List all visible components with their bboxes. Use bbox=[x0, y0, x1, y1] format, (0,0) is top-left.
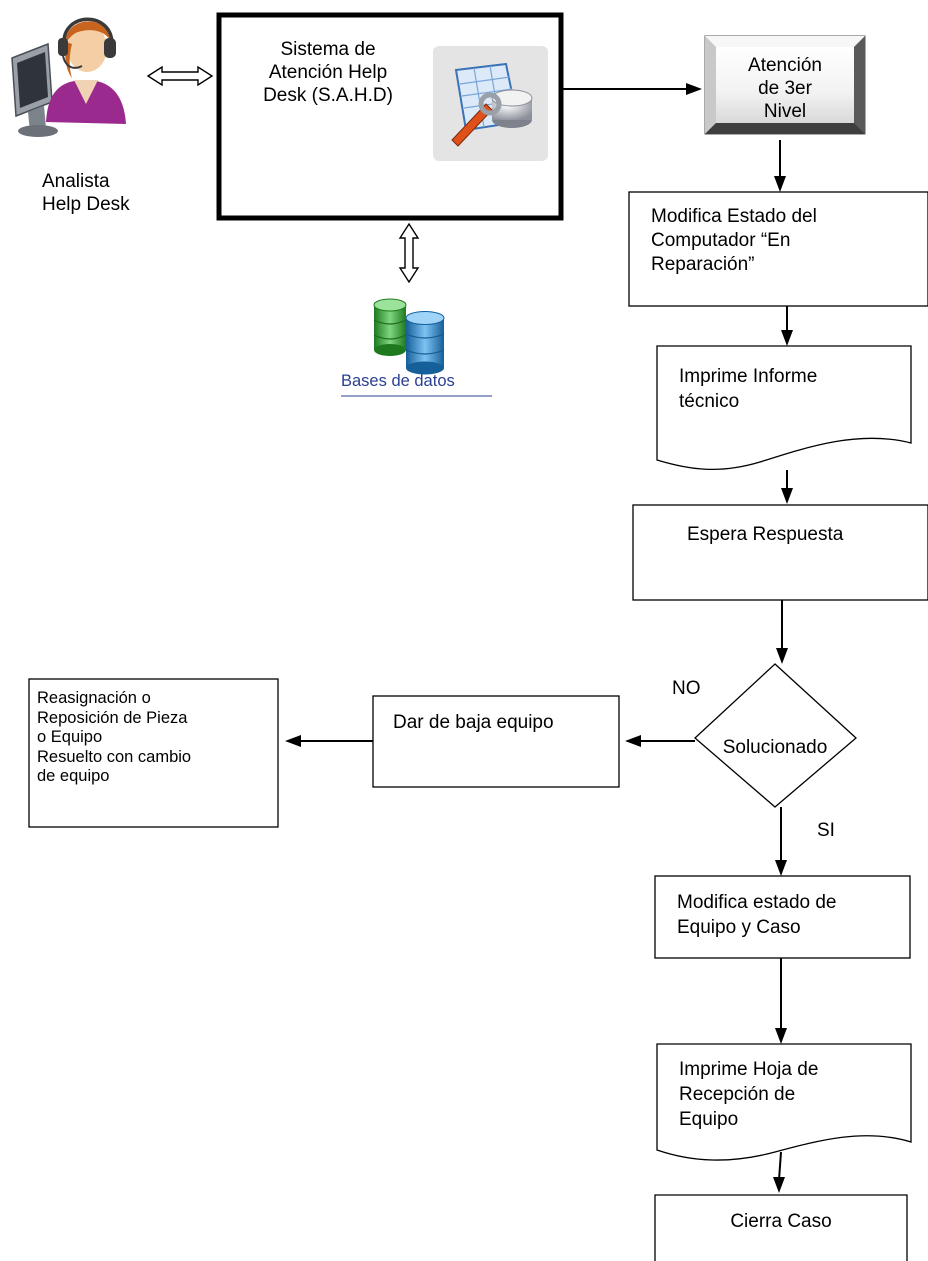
settings-tools-icon bbox=[433, 46, 548, 161]
third-level-box bbox=[704, 35, 866, 135]
decision-diamond bbox=[694, 663, 857, 808]
database-icon bbox=[373, 298, 445, 375]
print-reception-line1: Imprime Hoja de bbox=[679, 1059, 819, 1080]
wait-label: Espera Respuesta bbox=[687, 523, 917, 546]
third-level-label: Atención de 3er Nivel bbox=[716, 54, 854, 123]
main-flow-arrowheads bbox=[773, 176, 793, 1193]
reassign-line1: Reasignación o bbox=[37, 689, 151, 707]
wait-line1: Espera Respuesta bbox=[687, 524, 844, 545]
no-branch-arrows bbox=[285, 735, 695, 747]
modify-state-line2: Equipo y Caso bbox=[677, 917, 801, 938]
modify-computer-line3: Reparación” bbox=[651, 254, 755, 275]
modify-state-box bbox=[654, 875, 911, 959]
dar-baja-box bbox=[372, 695, 620, 788]
yes-label: SI bbox=[817, 820, 835, 841]
no-label: NO bbox=[672, 678, 701, 699]
reassign-line2: Reposición de Pieza bbox=[37, 708, 188, 727]
system-to-third-level-arrow bbox=[561, 83, 702, 95]
main-flow-connectors bbox=[778, 140, 788, 1181]
print-reception-label: Imprime Hoja de Recepción de Equipo bbox=[679, 1057, 899, 1132]
modify-computer-label: Modifica Estado del Computador “En Repar… bbox=[651, 205, 921, 277]
reassign-box bbox=[28, 678, 279, 828]
close-case-box bbox=[654, 1194, 908, 1261]
modify-computer-line1: Modifica Estado del bbox=[651, 206, 817, 227]
reassign-line4: Resuelto con cambio bbox=[37, 747, 192, 766]
actor-label: Analista Help Desk bbox=[42, 170, 162, 216]
third-level-line3: Nivel bbox=[763, 101, 807, 122]
modify-computer-box bbox=[628, 191, 928, 307]
reassign-line5: de equipo bbox=[37, 767, 110, 785]
actor-label-line1: Analista bbox=[42, 171, 110, 192]
system-label: Sistema de Atención Help Desk (S.A.H.D) bbox=[230, 38, 426, 107]
wait-box bbox=[632, 504, 928, 601]
print-report-line2: técnico bbox=[679, 391, 740, 412]
reassign-line3: o Equipo bbox=[37, 728, 103, 746]
print-report-line1: Imprime Informe bbox=[679, 366, 818, 387]
print-reception-line3: Equipo bbox=[679, 1109, 739, 1130]
system-label-line2: Atención Help bbox=[268, 62, 388, 83]
dar-baja-label: Dar de baja equipo bbox=[393, 712, 554, 733]
third-level-label-clip: Atención de 3er Nivel bbox=[716, 47, 854, 123]
help-desk-agent-icon bbox=[11, 17, 126, 137]
print-report-document bbox=[656, 345, 912, 471]
modify-state-label: Modifica estado de Equipo y Caso bbox=[677, 890, 902, 940]
close-case-label: Cierra Caso bbox=[730, 1211, 832, 1232]
database-label: Bases de datos bbox=[341, 372, 455, 390]
system-database-double-arrow bbox=[398, 222, 420, 284]
reassign-label: Reasignación o Reposición de Pieza o Equ… bbox=[37, 689, 273, 787]
system-label-line1: Sistema de bbox=[280, 39, 376, 60]
modify-state-line1: Modifica estado de bbox=[677, 892, 837, 913]
modify-computer-line2: Computador “En bbox=[651, 230, 791, 251]
decision-label: Solucionado bbox=[722, 737, 828, 758]
third-level-line1: Atención bbox=[748, 55, 822, 76]
actor-label-line2: Help Desk bbox=[42, 194, 130, 215]
print-reception-line2: Recepción de bbox=[679, 1084, 796, 1105]
actor-system-double-arrow bbox=[146, 65, 214, 87]
system-label-line3: Desk (S.A.H.D) bbox=[263, 85, 393, 106]
print-reception-document bbox=[656, 1043, 912, 1161]
third-level-line2: de 3er bbox=[758, 78, 812, 99]
print-report-label: Imprime Informe técnico bbox=[679, 364, 899, 414]
